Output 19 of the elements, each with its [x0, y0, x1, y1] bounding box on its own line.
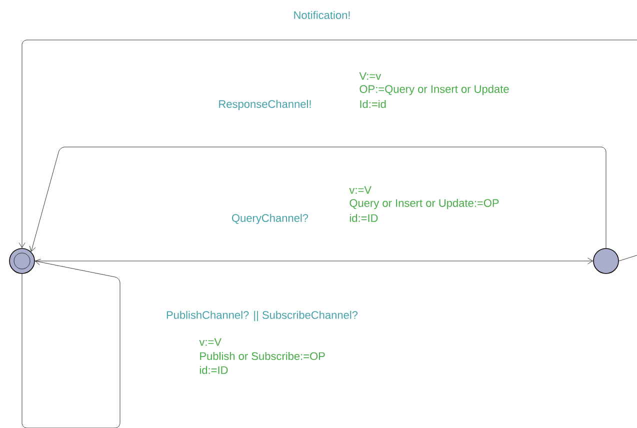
sync-label: QueryChannel?: [232, 214, 308, 224]
update-label: Query or Insert or Update:=OP: [350, 198, 499, 210]
update-label: id:=ID: [200, 366, 228, 374]
sync-label: PublishChannel? || SubscribeChannel?: [166, 310, 358, 322]
update-label: id:=ID: [350, 214, 378, 222]
transition-arrow: [22, 258, 120, 428]
update-label: v:=V: [349, 186, 372, 194]
sync-label: Notification!: [294, 10, 350, 20]
update-label: Id:=id: [360, 100, 386, 108]
update-label: OP:=Query or Insert or Update: [360, 84, 509, 96]
update-label: v:=V: [199, 338, 222, 346]
transition-arrow: [34, 258, 593, 264]
transition-arrow: [29, 146, 606, 252]
location-circle: [593, 248, 619, 274]
initial-location-circle: [9, 248, 35, 274]
transition-arrow: [18, 40, 637, 262]
update-label: V:=v: [359, 72, 382, 80]
sync-label: ResponseChannel!: [219, 100, 311, 110]
update-label: Publish or Subscribe:=OP: [200, 352, 325, 360]
